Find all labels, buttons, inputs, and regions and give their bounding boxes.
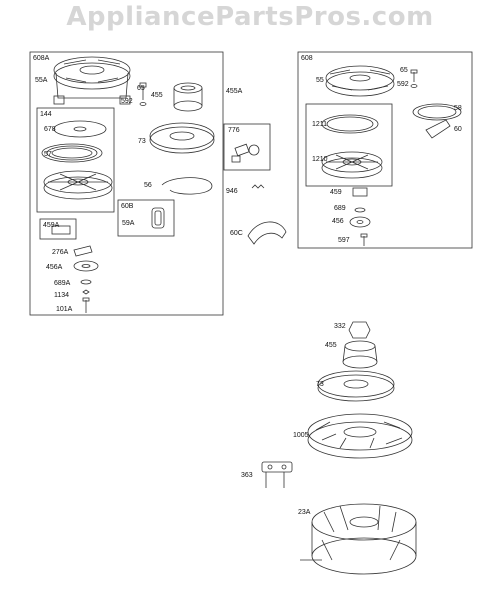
- spring-56-part: [161, 177, 213, 195]
- pulley-1210-part: [321, 151, 383, 179]
- screw-65b-part: [410, 69, 418, 82]
- label-1134: 1134: [54, 292, 70, 299]
- spring-946-part: [251, 184, 265, 189]
- label-332: 332: [334, 323, 346, 330]
- frame-608a: [29, 51, 224, 316]
- label-456: 456: [332, 218, 344, 225]
- frame-60b: [117, 199, 175, 237]
- label-55: 55: [316, 77, 324, 84]
- label-55a: 55A: [35, 77, 48, 84]
- pulley-144-part: [43, 170, 113, 200]
- label-60: 60: [454, 126, 462, 133]
- label-363: 363: [241, 472, 253, 479]
- plate-73b-part: [317, 370, 395, 402]
- plate-73-part: [149, 122, 215, 154]
- label-597: 597: [338, 237, 350, 244]
- screw-65-part: [139, 82, 147, 100]
- spring-1211-part: [321, 114, 379, 134]
- screw-101a-part: [82, 297, 90, 313]
- label-56: 56: [144, 182, 152, 189]
- label-73-left: 73: [138, 138, 146, 145]
- frame-459a: [39, 218, 77, 240]
- nut-332-part: [348, 321, 371, 339]
- rewind-housing-55a-part: [53, 56, 131, 105]
- label-101a: 101A: [56, 306, 73, 313]
- screw-597-part: [360, 233, 368, 246]
- washer-592-part: [139, 102, 147, 106]
- dog-459-part: [352, 187, 368, 197]
- label-65-right: 65: [400, 67, 408, 74]
- label-1005: 1005: [293, 432, 309, 439]
- spring-57-part: [41, 143, 103, 163]
- bracket-363-part: [261, 461, 293, 488]
- cup-455b-part: [342, 340, 378, 369]
- label-946: 946: [226, 188, 238, 195]
- ratchet-776-part: [231, 143, 260, 163]
- fan-1005-part: [307, 413, 413, 459]
- spring-1134-part: [82, 289, 90, 295]
- label-58: 58: [454, 105, 462, 112]
- label-678: 678: [44, 126, 56, 133]
- label-73-lower: 73: [316, 381, 324, 388]
- box-label-608a: 608A: [33, 55, 50, 62]
- cup-455-part: [173, 82, 203, 112]
- label-57: 57: [44, 151, 52, 158]
- label-65-left: 65: [137, 85, 145, 92]
- label-459: 459: [330, 189, 342, 196]
- label-23a: 23A: [298, 509, 311, 516]
- frame-inner-608: [305, 103, 393, 187]
- label-276a: 276A: [52, 249, 69, 256]
- box-label-60b: 60B: [121, 203, 134, 210]
- frame-776: [223, 123, 271, 171]
- label-689a: 689A: [54, 280, 71, 287]
- spring-678-part: [53, 120, 107, 138]
- watermark-text: AppliancePartsPros.com: [66, 2, 434, 32]
- lever-60-part: [425, 119, 451, 139]
- box-label-776: 776: [228, 127, 240, 134]
- label-455a: 455A: [226, 88, 243, 95]
- washer-689-part: [354, 207, 366, 213]
- label-59a: 59A: [122, 220, 135, 227]
- washer-592b-part: [410, 84, 418, 88]
- flywheel-23a-part: [300, 503, 417, 575]
- washer-689a-part: [80, 279, 92, 285]
- label-1211: 1211: [312, 121, 328, 128]
- grip-60c-part: [247, 221, 287, 245]
- label-455-left: 455: [151, 92, 163, 99]
- spring-58-part: [412, 103, 462, 121]
- frame-144: [36, 107, 115, 213]
- label-60c: 60C: [230, 230, 243, 237]
- label-689: 689: [334, 205, 346, 212]
- label-592-right: 592: [397, 81, 409, 88]
- handle-59a-part: [151, 207, 165, 229]
- retainer-456a-part: [73, 260, 99, 272]
- dog-459a-part: [51, 225, 71, 235]
- label-455-lower: 455: [325, 342, 337, 349]
- pawl-276a-part: [73, 245, 93, 257]
- box-label-608: 608: [301, 55, 313, 62]
- box-label-144: 144: [40, 111, 52, 118]
- retainer-456-part: [349, 216, 371, 228]
- box-label-459a: 459A: [43, 222, 60, 229]
- rewind-housing-55-part: [325, 65, 395, 97]
- frame-608: [297, 51, 473, 249]
- label-1210: 1210: [312, 156, 328, 163]
- label-592-left: 592: [121, 98, 133, 105]
- label-456a: 456A: [46, 264, 63, 271]
